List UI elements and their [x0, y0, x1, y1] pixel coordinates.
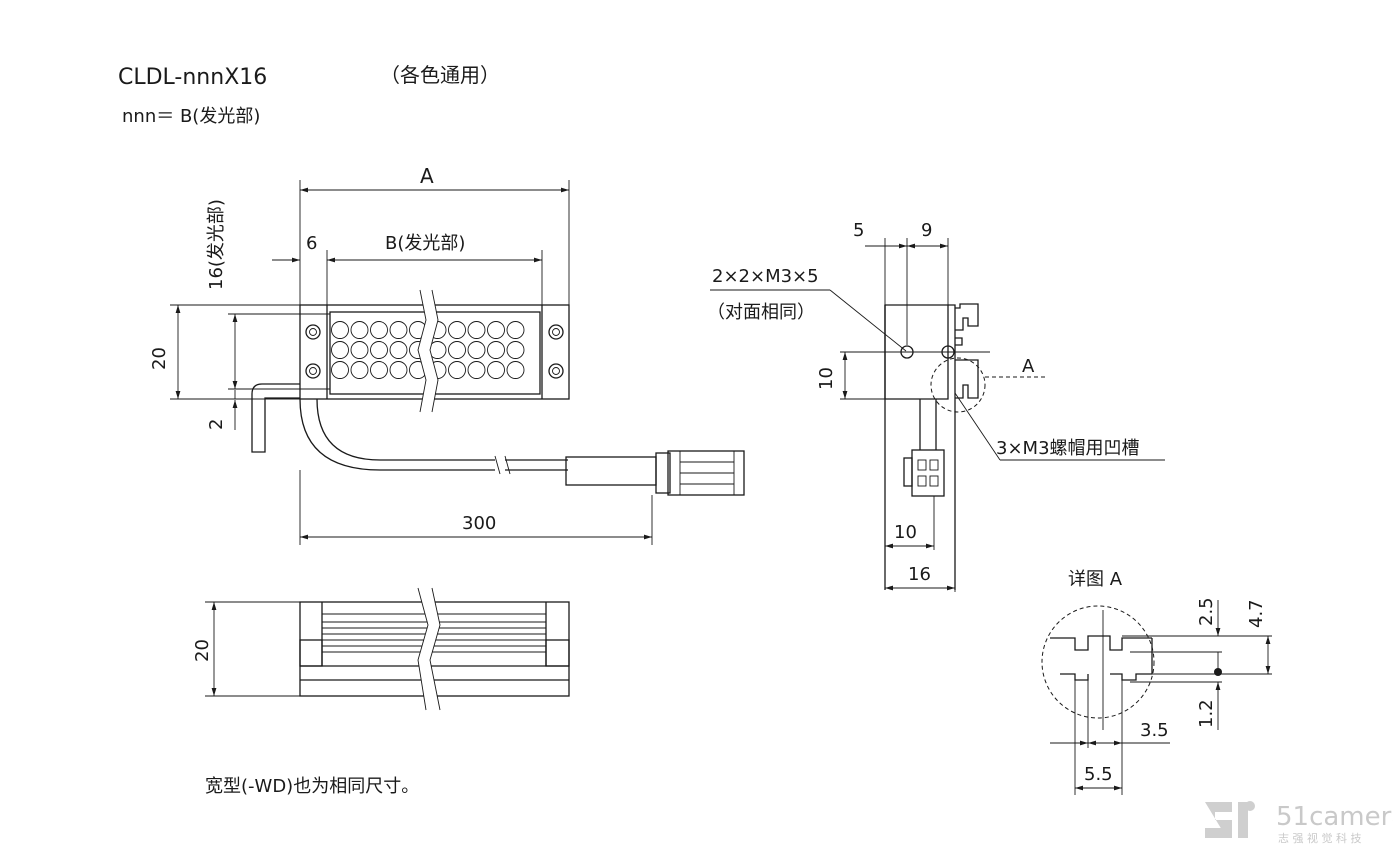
- detail-dim-width-label: 5.5: [1084, 764, 1113, 785]
- led-element: [370, 321, 388, 339]
- screw-note: 2×2×M3×5: [712, 266, 819, 287]
- side-dim-a-label: 5: [853, 220, 864, 241]
- detail-ref-label: A: [1022, 356, 1035, 377]
- color-note: （各色通用）: [380, 63, 500, 87]
- screw-note-2: （对面相同）: [707, 302, 815, 323]
- dim-total-label: A: [420, 164, 434, 188]
- led-element: [350, 341, 369, 359]
- led-element: [506, 361, 525, 379]
- groove-note: 3×M3螺帽用凹槽: [996, 438, 1140, 459]
- dim-emitting-label: B(发光部): [385, 233, 465, 254]
- dim-edge-label: 6: [306, 233, 317, 254]
- watermark-brand: 51camera: [1276, 802, 1393, 832]
- led-element: [467, 361, 486, 379]
- led-element: [331, 321, 349, 339]
- side-dim-connector-label: 10: [894, 522, 917, 543]
- watermark-tagline: 志 强 视 觉 科 技: [1278, 831, 1361, 845]
- detail-dim-bottom-label: 1.2: [1196, 699, 1217, 728]
- led-element: [331, 361, 349, 379]
- detail-dim-top-label: 2.5: [1196, 597, 1217, 626]
- dim-height-label: 20: [149, 347, 170, 370]
- side-dim-screw-height-label: 10: [816, 367, 837, 390]
- bottom-dim-height-label: 20: [192, 639, 213, 662]
- led-element: [487, 321, 505, 339]
- led-element: [389, 361, 408, 379]
- led-element: [448, 321, 466, 339]
- dim-offset-label: 2: [206, 419, 227, 430]
- led-grid: [331, 321, 525, 379]
- dim-emitting-height-label: 16(发光部): [206, 199, 227, 290]
- model-title: CLDL-nnnX16: [118, 65, 267, 90]
- front-view: A 6 B(发光部) 20 16(发光部) 2: [149, 164, 745, 545]
- led-element: [487, 341, 505, 359]
- detail-dim-inner-label: 3.5: [1140, 720, 1169, 741]
- led-element: [389, 321, 408, 339]
- detail-dim-total-label: 4.7: [1246, 599, 1267, 628]
- bottom-view: 20: [192, 587, 570, 711]
- led-element: [487, 361, 505, 379]
- led-element: [331, 341, 349, 359]
- led-element: [448, 361, 466, 379]
- logo-dot-icon: [1245, 801, 1255, 811]
- logo-mark-icon: [1205, 802, 1232, 838]
- side-dim-b-label: 9: [921, 220, 932, 241]
- led-element: [448, 341, 466, 359]
- led-element: [350, 321, 369, 339]
- logo-bar-icon: [1238, 802, 1248, 838]
- led-element: [467, 341, 486, 359]
- led-element: [370, 361, 388, 379]
- led-element: [467, 321, 486, 339]
- led-element: [389, 341, 408, 359]
- side-view: 5 9 10 2×2×M3×5 （对面相同） A 3×M3螺帽用凹槽: [707, 220, 1165, 592]
- led-element: [370, 341, 388, 359]
- detail-a: 详图 A 2.5 1.2 4.7 3.5 5.5: [1041, 569, 1272, 795]
- led-element: [506, 321, 525, 339]
- led-element: [350, 361, 369, 379]
- watermark-logo: 51camera 志 强 视 觉 科 技: [1205, 801, 1393, 845]
- side-dim-width-label: 16: [908, 564, 931, 585]
- dim-cable-label: 300: [462, 513, 496, 534]
- footer-note: 宽型(-WD)也为相同尺寸。: [205, 776, 419, 797]
- detail-title: 详图 A: [1068, 569, 1123, 590]
- led-element: [506, 341, 525, 359]
- nnn-note: nnn＝ B(发光部): [122, 106, 260, 127]
